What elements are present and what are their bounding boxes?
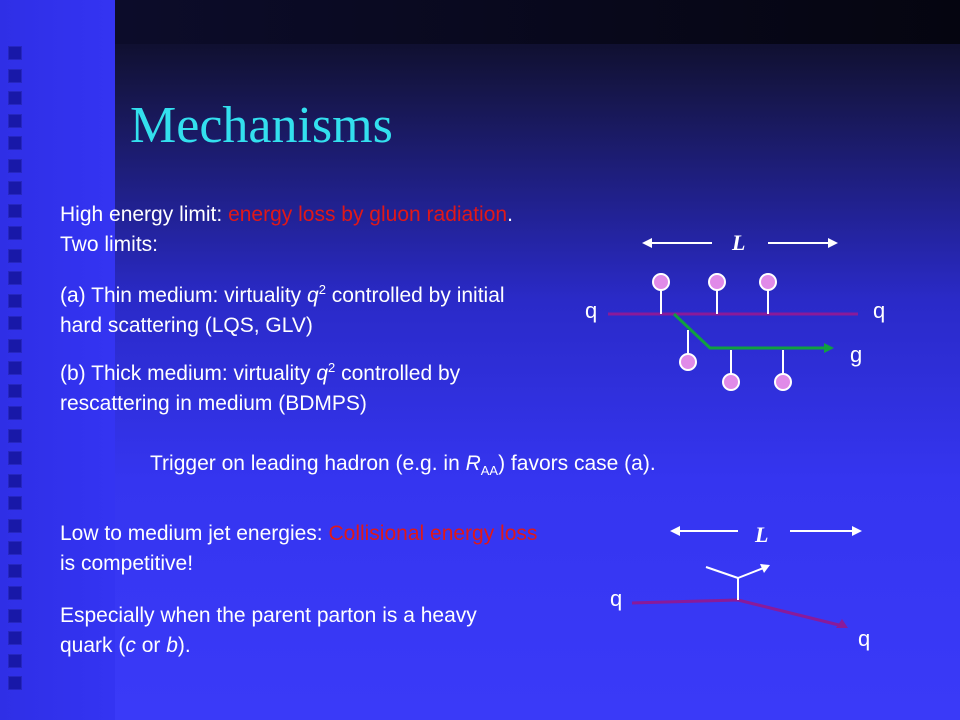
italic-r: R xyxy=(465,452,481,475)
slide-title: Mechanisms xyxy=(130,97,393,154)
decor-square xyxy=(8,113,22,128)
decor-square xyxy=(8,226,22,240)
outgoing-quark-label: q xyxy=(873,298,886,323)
italic-q: q xyxy=(307,284,319,307)
paragraph-collisional: Low to medium jet energies: Collisional … xyxy=(60,519,540,579)
decor-square xyxy=(8,203,22,218)
text: controlled by rescattering in medium (BD… xyxy=(60,362,461,415)
collisional-outgoing-quark-label: q xyxy=(858,626,871,651)
text: ) favors case (a). xyxy=(498,452,656,475)
decor-square xyxy=(8,181,22,195)
length-arrow-left-head xyxy=(642,238,652,248)
collisional-incoming-quark-label: q xyxy=(610,586,623,611)
text: Especially when the parent parton is a h… xyxy=(60,604,477,657)
text: Trigger on leading hadron (e.g. in xyxy=(150,452,466,475)
collisional-arrow-head xyxy=(836,619,848,628)
scattering-center xyxy=(722,373,740,391)
scattering-centers xyxy=(652,273,792,391)
recoil-line-right xyxy=(737,566,767,579)
scattering-center xyxy=(679,353,697,371)
superscript: 2 xyxy=(318,282,326,297)
scattering-center xyxy=(774,373,792,391)
recoil-line-left xyxy=(705,566,739,579)
decor-square xyxy=(8,563,22,578)
decor-square xyxy=(8,428,22,443)
gluon-line xyxy=(672,312,830,350)
text: . Two limits: xyxy=(60,203,513,256)
decor-square xyxy=(8,248,22,263)
paragraph-thick-medium: (b) Thick medium: virtuality q2 controll… xyxy=(60,359,550,419)
decor-square xyxy=(8,136,22,150)
decor-square xyxy=(8,338,22,353)
gluon-label: g xyxy=(850,342,863,367)
length-label-2: L xyxy=(755,522,769,547)
decor-square xyxy=(8,158,22,173)
decor-square xyxy=(8,541,22,555)
decor-square xyxy=(8,608,22,623)
italic-q: q xyxy=(316,362,329,385)
decor-square xyxy=(8,316,22,330)
text: or xyxy=(135,634,167,657)
scattering-center xyxy=(652,273,670,291)
italic-c: c xyxy=(125,634,136,657)
scattering-center xyxy=(759,273,777,291)
recoil-arrow-head xyxy=(760,564,770,573)
italic-b: b xyxy=(166,634,178,657)
highlight-text: Collisional energy loss xyxy=(328,522,538,545)
decor-square xyxy=(8,271,22,285)
highlight-text: energy loss by gluon radiation xyxy=(228,203,508,226)
subscript: AA xyxy=(480,463,499,479)
trigger-statement: Trigger on leading hadron (e.g. in RAA) … xyxy=(150,449,850,479)
text: ). xyxy=(177,634,191,657)
decor-square xyxy=(8,518,22,533)
decor-square xyxy=(8,361,22,375)
collisional-quark-line xyxy=(631,598,844,628)
decor-square xyxy=(8,451,22,465)
paragraph-heavy-quark: Especially when the parent parton is a h… xyxy=(60,601,530,661)
decor-square xyxy=(8,586,22,600)
decor-squares xyxy=(8,46,24,699)
scattering-exchanges xyxy=(660,282,784,382)
length-arrow-right-head xyxy=(828,238,838,248)
length-arrow-left-head xyxy=(670,526,680,536)
decor-square xyxy=(8,68,22,83)
scattering-center xyxy=(708,273,726,291)
decor-square xyxy=(8,293,22,308)
length-arrow-right-head xyxy=(852,526,862,536)
decor-square xyxy=(8,631,22,645)
collisional-exchange xyxy=(705,566,767,600)
length-arrow-2 xyxy=(670,526,862,536)
text: controlled by initial hard scattering (L… xyxy=(60,284,505,337)
text: is competitive! xyxy=(60,552,194,575)
gluon-arrow-head xyxy=(824,343,834,353)
superscript: 2 xyxy=(328,360,336,375)
decor-square xyxy=(8,383,22,398)
decor-square xyxy=(8,653,22,668)
paragraph-high-energy: High energy limit: energy loss by gluon … xyxy=(60,200,530,260)
text: Low to medium jet energies: xyxy=(60,522,329,545)
text: High energy limit: xyxy=(60,203,229,226)
decor-square xyxy=(8,406,22,420)
decor-square xyxy=(8,473,22,488)
decor-square xyxy=(8,46,22,60)
incoming-quark-label: q xyxy=(585,298,598,323)
length-arrow xyxy=(642,238,838,248)
paragraph-thin-medium: (a) Thin medium: virtuality q2 controlle… xyxy=(60,281,540,341)
length-label: L xyxy=(732,230,746,255)
decor-square xyxy=(8,496,22,510)
decor-square xyxy=(8,676,22,690)
decor-square xyxy=(8,91,22,105)
top-decor-bar xyxy=(115,0,960,44)
text: (b) Thick medium: virtuality xyxy=(60,362,317,385)
text: (a) Thin medium: virtuality xyxy=(60,284,308,307)
